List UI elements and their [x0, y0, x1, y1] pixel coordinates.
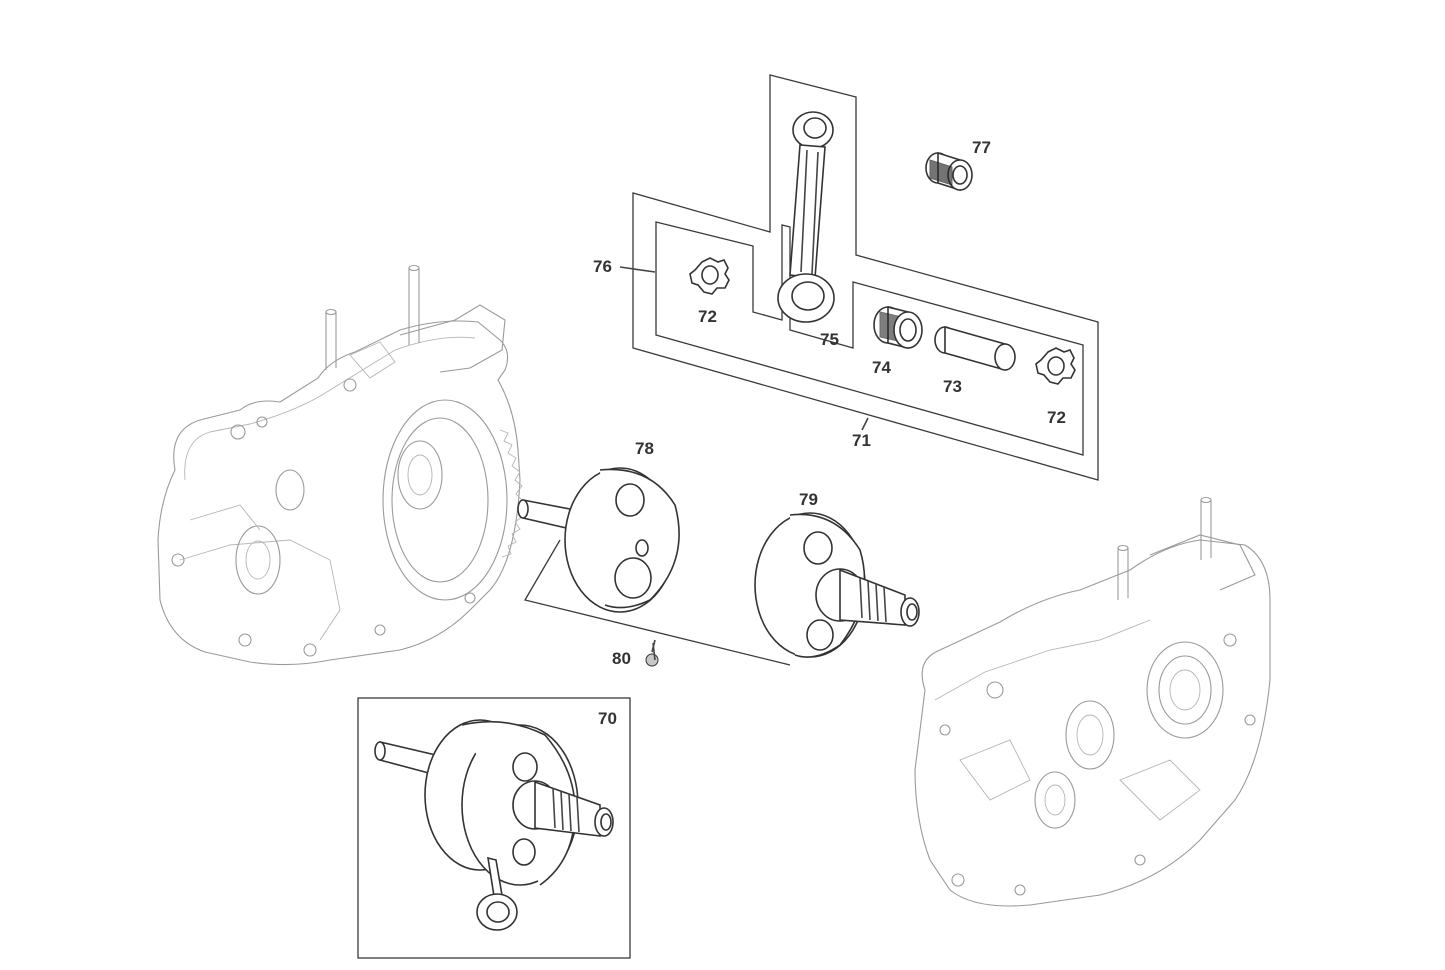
callout-75: 75: [820, 330, 839, 349]
callout-79: 79: [799, 490, 818, 509]
thrust-washer-72-right: [1035, 347, 1076, 385]
callout-72-left: 72: [698, 307, 717, 326]
crank-pin-73: [934, 325, 1016, 372]
crank-pin-key-80: [645, 639, 659, 667]
callout-73: 73: [943, 377, 962, 396]
callout-70: 70: [598, 709, 617, 728]
crankshaft-half-78: [517, 467, 680, 613]
crankshaft-assembly-box: [357, 697, 631, 959]
right-crankcase-half: [914, 496, 1271, 907]
left-crankcase-half: [157, 264, 524, 666]
thrust-washer-72-left: [689, 257, 730, 295]
needle-bearing-74: [873, 305, 923, 350]
kit-71-outer-frame: [632, 74, 1099, 481]
leader-lines: [619, 266, 869, 661]
callout-77: 77: [972, 138, 991, 157]
small-needle-bearing-77: [925, 151, 973, 192]
callout-74: 74: [872, 358, 891, 377]
callout-72-right: 72: [1047, 408, 1066, 427]
callout-71: 71: [852, 431, 871, 450]
crankshaft-assembly-70: [374, 719, 614, 931]
connecting-rod-75: [777, 111, 835, 323]
callout-80: 80: [612, 649, 631, 668]
kit-76-inner-frame: [655, 221, 1084, 456]
crankshaft-half-79: [754, 512, 920, 658]
callout-78: 78: [635, 439, 654, 458]
crankshaft-half-frame: [524, 539, 791, 666]
callout-76: 76: [593, 257, 612, 276]
